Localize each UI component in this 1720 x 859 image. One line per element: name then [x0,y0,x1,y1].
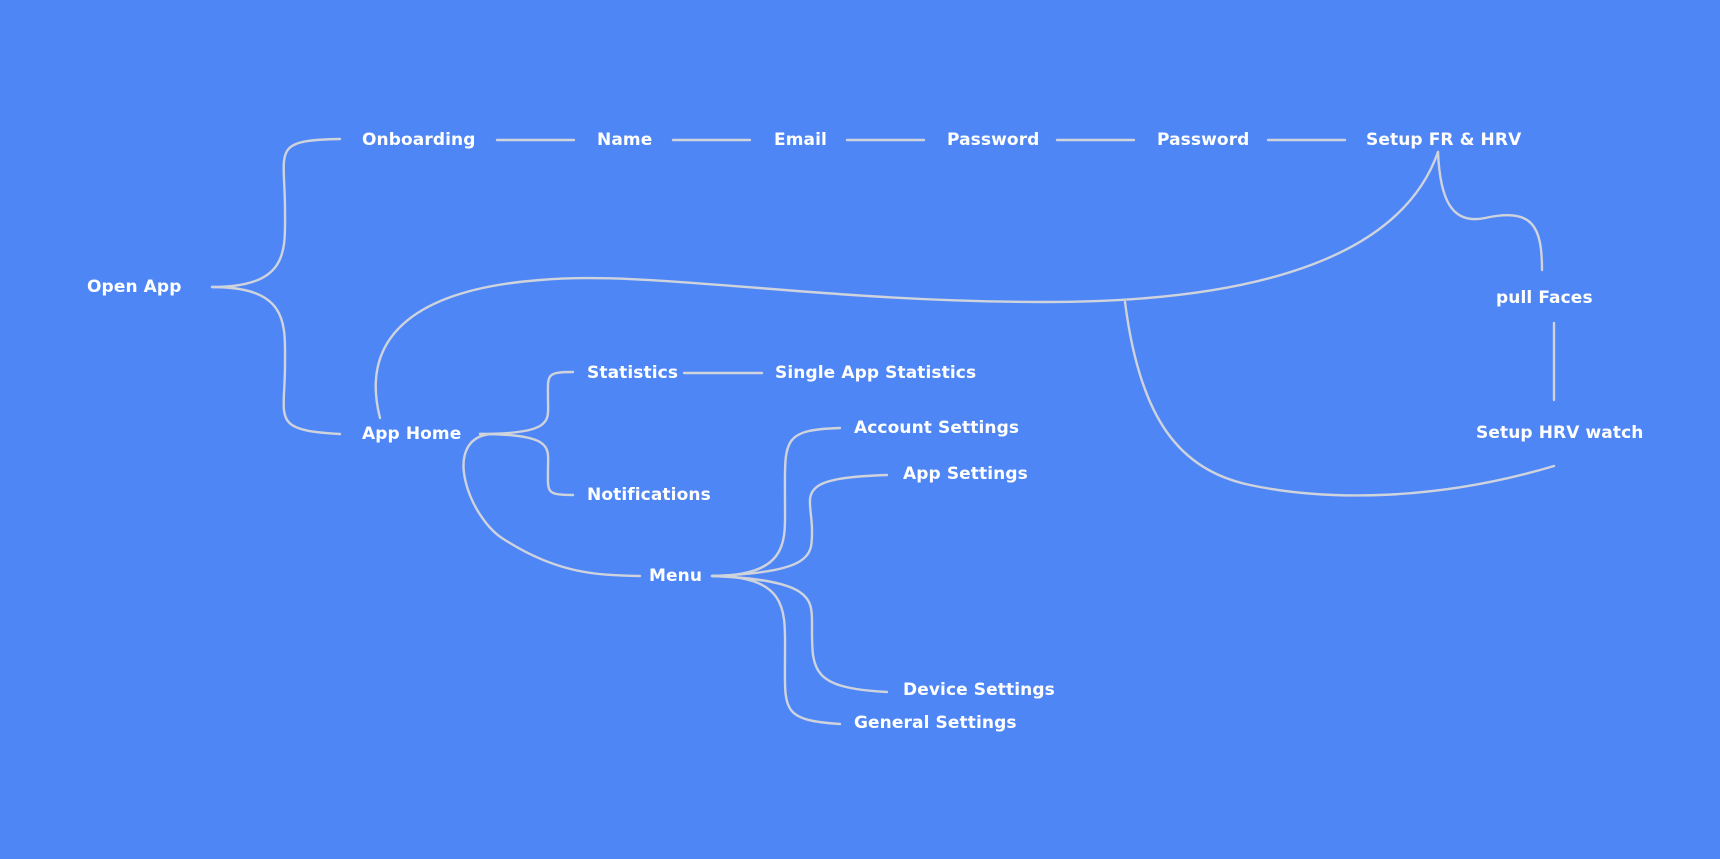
node-onboarding: Onboarding [362,130,476,150]
connector-open-app-app-home [210,285,342,436]
node-password-2: Password [1157,130,1250,150]
node-email: Email [774,130,827,150]
connector-app-home-menu [462,432,642,578]
connector-menu-app-settings [710,473,889,578]
node-setup-fr-hrv: Setup FR & HRV [1366,130,1522,150]
node-password-1: Password [947,130,1040,150]
node-setup-hrv-watch: Setup HRV watch [1476,423,1644,443]
connector-setup-hrv-watch-loop [1123,300,1556,497]
node-statistics: Statistics [587,363,679,383]
connector-menu-general-settings [710,574,842,726]
node-app-home: App Home [362,424,462,444]
node-single-app-statistics: Single App Statistics [775,363,977,383]
node-notifications: Notifications [587,485,711,505]
node-app-settings: App Settings [903,464,1028,484]
node-pull-faces: pull Faces [1496,288,1593,308]
connector-menu-device-settings [710,574,889,694]
connector-open-app-onboarding [210,137,342,289]
connector-setup-fr-hrv-pull-faces [1436,150,1544,272]
node-device-settings: Device Settings [903,680,1055,700]
connector-menu-account-settings [710,426,842,578]
connector-app-home-statistics [478,370,575,436]
connector-setup-fr-hrv-app-home [374,150,1440,420]
node-name: Name [597,130,653,150]
node-account-settings: Account Settings [854,418,1020,438]
node-general-settings: General Settings [854,713,1017,733]
node-menu: Menu [649,566,703,586]
connector-app-home-notifications [478,432,575,497]
node-open-app: Open App [87,277,182,297]
